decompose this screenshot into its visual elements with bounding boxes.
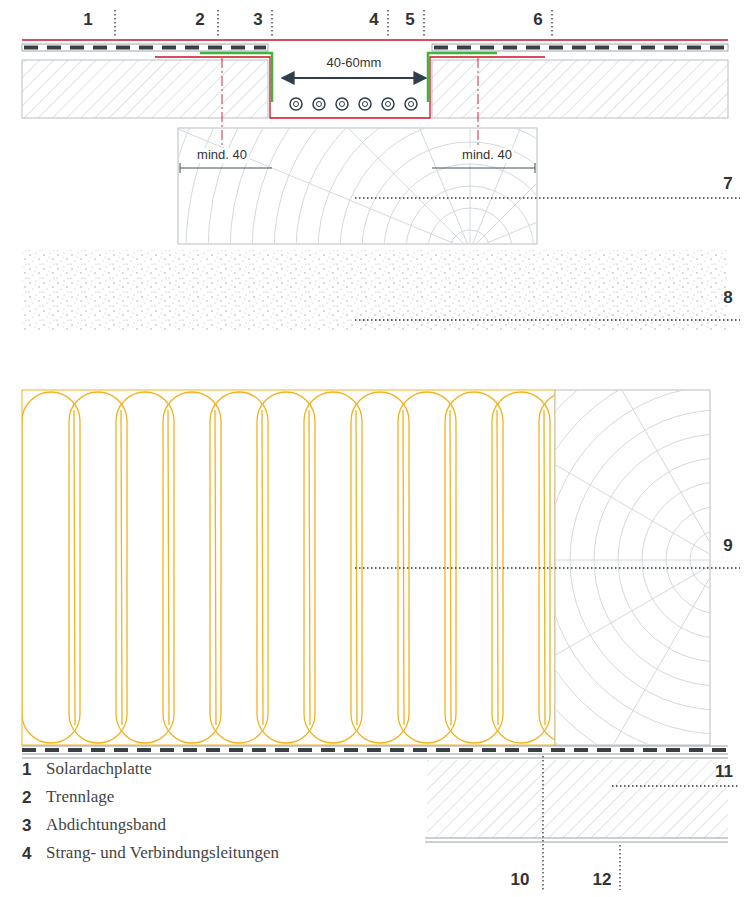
grain-ring — [318, 128, 537, 244]
insulation-loop — [304, 392, 362, 743]
grain-ring — [178, 128, 537, 244]
center-line — [478, 58, 479, 146]
layer-line — [22, 758, 728, 759]
dimension-arrow — [282, 77, 426, 79]
callout-number: 1 — [83, 10, 92, 30]
dimension-text: mind. 40 — [195, 148, 249, 163]
grain-ring — [555, 390, 710, 734]
board — [22, 60, 268, 118]
insulation-loop — [22, 392, 80, 743]
center-line — [222, 58, 223, 146]
insulation-loop — [116, 392, 174, 743]
cable-core — [317, 102, 322, 107]
cable — [290, 98, 302, 110]
beam — [178, 128, 537, 244]
solar-plate-core — [434, 46, 726, 50]
grain-ring — [186, 128, 537, 244]
cable-core — [386, 102, 391, 107]
legend-text: Solardachplatte — [46, 759, 152, 779]
insulation-fibre — [262, 410, 263, 725]
callout-number: 9 — [723, 536, 732, 556]
callout-number: 6 — [533, 10, 542, 30]
callout-number: 8 — [723, 288, 732, 308]
insulation-loop — [163, 392, 221, 743]
grain-ring — [252, 128, 537, 244]
cable-core — [294, 102, 299, 107]
dimension-text: 40-60mm — [325, 56, 384, 71]
cable — [359, 98, 371, 110]
grain-ray — [570, 560, 710, 745]
insulation-fibre — [215, 410, 216, 725]
cable-core — [363, 102, 368, 107]
sealing-tape — [428, 53, 497, 102]
grain-ray — [555, 560, 710, 710]
grain-ring — [208, 128, 537, 244]
grain-ray — [555, 410, 710, 560]
callout-number: 4 — [369, 10, 378, 30]
insulation-loop — [492, 392, 550, 743]
cables — [290, 98, 417, 110]
grain-ray — [317, 128, 470, 244]
legend-number: 3 — [22, 816, 31, 836]
legend-number: 4 — [22, 844, 31, 864]
grain-ray — [555, 560, 710, 561]
legend-number: 2 — [22, 788, 31, 808]
callout-number: 10 — [511, 870, 530, 890]
insulation-fibre — [450, 410, 451, 725]
wood-grain — [178, 128, 537, 244]
cable-core — [340, 102, 345, 107]
grain-ray — [187, 128, 470, 244]
board — [432, 60, 728, 118]
grain-ring — [230, 128, 537, 244]
cable — [382, 98, 394, 110]
insulation-fibre — [168, 410, 169, 725]
grain-ring — [296, 128, 537, 244]
cable-core — [409, 102, 414, 107]
grain-ray — [470, 128, 471, 244]
leader-line — [115, 10, 740, 890]
layer-line — [425, 842, 728, 843]
cable — [405, 98, 417, 110]
insulation-fibre — [309, 410, 310, 725]
callout-number: 11 — [715, 762, 733, 782]
callout-number: 3 — [253, 10, 262, 30]
insulation-fibre — [74, 410, 75, 725]
insulation-fibre — [121, 410, 122, 725]
stipple-layer — [22, 250, 728, 330]
callout-number: 2 — [195, 10, 204, 30]
solar-plate-top — [22, 39, 728, 40]
callout-number: 7 — [723, 174, 732, 194]
grain-ring — [362, 142, 537, 244]
dimension-text: mind. 40 — [460, 148, 514, 163]
grain-ring — [340, 128, 537, 244]
layer-line — [425, 838, 728, 839]
solar-plate — [432, 44, 728, 51]
legend-text: Strang- und Verbindungsleitungen — [46, 843, 279, 863]
insulation-loop — [69, 392, 127, 743]
insulation-loop — [445, 392, 503, 743]
insulation-fibre — [497, 410, 498, 725]
callout-number: 12 — [593, 870, 612, 890]
callout-number: 5 — [405, 10, 414, 30]
layer-line — [22, 746, 728, 747]
cable — [336, 98, 348, 110]
ceiling-panel — [427, 760, 728, 838]
legend-number: 1 — [22, 760, 31, 780]
dimension-line — [180, 163, 535, 173]
legend-text: Abdichtungsband — [46, 815, 166, 835]
layer-line — [22, 754, 728, 755]
legend-text: Trennlage — [46, 787, 114, 807]
grain-ray — [570, 390, 710, 560]
sealing-tape — [200, 53, 272, 102]
grain-ray — [470, 128, 537, 244]
solar-plate — [22, 44, 268, 51]
cable — [313, 98, 325, 110]
separation-layer — [155, 57, 545, 118]
insulation-loop — [210, 392, 268, 743]
membrane — [22, 748, 728, 752]
solar-plate-core — [24, 46, 266, 50]
insulation-loop — [257, 392, 315, 743]
